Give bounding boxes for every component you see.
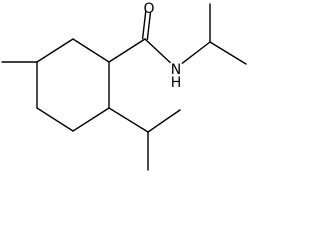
bond-carbonyl-c-carbonyl-o-line2 — [146, 11, 152, 40]
bonds-layer — [1, 3, 247, 171]
bond-ring-c3-ring-c4 — [36, 107, 74, 132]
bond-ring-c1-carbonyl-c — [108, 38, 146, 63]
bond-ring-isopropyl-ch-ring-isopropyl-me1 — [147, 109, 181, 133]
atom-label-amide-h: H — [171, 75, 182, 91]
atom-label-amide-n: N — [171, 62, 181, 78]
bond-n-isopropyl-ch-n-isopropyl-me2 — [209, 41, 247, 65]
bond-ring-c5-ring-c6 — [36, 38, 74, 63]
bond-amide-n-n-isopropyl-ch — [181, 41, 211, 64]
atom-label-carbonyl-o: O — [143, 1, 154, 17]
bond-ring-c2-ring-isopropyl-ch — [108, 107, 149, 133]
bond-carbonyl-c-amide-n — [144, 38, 171, 64]
bond-ring-c6-ring-c1 — [72, 38, 110, 63]
atom-labels-layer: O N H — [143, 1, 181, 91]
bond-ring-c2-ring-c3 — [72, 107, 110, 132]
bond-carbonyl-c-carbonyl-o-line1 — [141, 10, 147, 40]
molecule-structure-diagram: O N H — [1, 1, 247, 171]
